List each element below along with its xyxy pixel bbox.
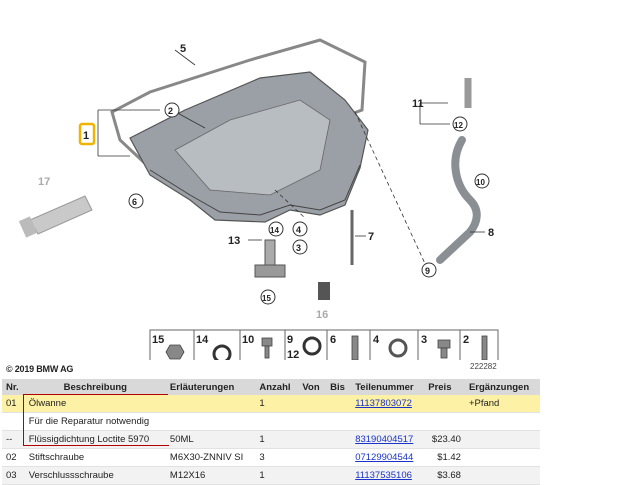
cell-nr: -- — [2, 430, 25, 449]
sealant-tube-shape — [29, 195, 93, 235]
part-number-link[interactable]: 83190404517 — [355, 434, 414, 445]
cell-bis — [326, 448, 352, 467]
callout-1[interactable]: 1 — [83, 130, 89, 142]
callout-4[interactable]: 4 — [296, 225, 301, 235]
callout-7[interactable]: 7 — [368, 231, 374, 243]
cell-extra: +Pfand — [464, 395, 540, 413]
col-preis: Preis — [424, 379, 465, 395]
col-erlaeuterungen: Erläuterungen — [165, 379, 256, 395]
table-header-row: Nr. Beschreibung Erläuterungen Anzahl Vo… — [2, 379, 540, 395]
cell-price: $23.40 — [424, 430, 465, 449]
table-row[interactable]: 03 Verschlussschraube M12X16 1 111375351… — [2, 466, 540, 485]
cell-von — [298, 395, 327, 413]
strip-label-9: 9 — [287, 334, 293, 346]
callout-2[interactable]: 2 — [168, 106, 173, 116]
callout-3[interactable]: 3 — [296, 243, 301, 253]
cell-nr — [2, 412, 25, 431]
cell-price — [424, 395, 465, 413]
cell-qty: 1 — [255, 466, 299, 485]
cell-price: $3.68 — [424, 466, 465, 485]
part-number-link[interactable]: 07129904544 — [355, 452, 414, 463]
col-nr: Nr. — [2, 379, 25, 395]
callout-5[interactable]: 5 — [180, 43, 186, 55]
cell-von — [298, 448, 327, 467]
col-beschreibung: Beschreibung — [24, 379, 166, 395]
cell-von — [298, 412, 327, 431]
callout-15[interactable]: 15 — [262, 294, 271, 303]
cell-nr: 02 — [2, 448, 25, 467]
cell-nr: 01 — [2, 395, 25, 413]
cell-qty: 3 — [255, 448, 299, 467]
diagram-ref-number: 222282 — [470, 362, 497, 371]
callout-11[interactable]: 11 — [412, 98, 424, 110]
strip-label-3: 3 — [421, 334, 427, 346]
cell-bis — [326, 466, 352, 485]
cell-bis — [326, 430, 352, 449]
cell-part: 11137803072 — [351, 395, 425, 413]
callout-14[interactable]: 14 — [270, 226, 279, 235]
strip-label-2: 2 — [463, 334, 469, 346]
cell-expl: M6X30-ZNNIV SI — [165, 448, 256, 467]
cell-expl: M12X16 — [165, 466, 256, 485]
cell-qty: 1 — [255, 395, 299, 413]
cell-extra — [464, 430, 540, 449]
table-row: Für die Reparatur notwendig — [2, 412, 540, 431]
cell-desc: Ölwanne — [24, 395, 166, 413]
callout-16[interactable]: 16 — [316, 309, 328, 321]
cell-extra — [464, 448, 540, 467]
cell-von — [298, 430, 327, 449]
cell-expl — [165, 395, 256, 413]
callout-17[interactable]: 17 — [38, 176, 50, 188]
table-row[interactable]: -- Flüssigdichtung Loctite 5970 50ML 1 8… — [2, 430, 540, 449]
callout-8[interactable]: 8 — [488, 227, 494, 239]
strip-label-6: 6 — [330, 334, 336, 346]
callout-10[interactable]: 10 — [476, 178, 485, 187]
col-von: Von — [298, 379, 327, 395]
col-teilenummer: Teilenummer — [351, 379, 425, 395]
cell-part: 07129904544 — [351, 448, 425, 467]
cell-part — [351, 412, 425, 431]
cell-extra — [464, 466, 540, 485]
cell-von — [298, 466, 327, 485]
cell-part: 83190404517 — [351, 430, 425, 449]
cell-price: $1.42 — [424, 448, 465, 467]
col-anzahl: Anzahl — [255, 379, 299, 395]
cell-extra — [464, 412, 540, 431]
strip-label-14: 14 — [196, 334, 209, 346]
part-number-link[interactable]: 11137803072 — [355, 398, 412, 409]
cell-desc: Für die Reparatur notwendig — [24, 412, 166, 431]
part-number-link[interactable]: 11137535106 — [355, 470, 412, 481]
parts-diagram: 1 2 3 4 5 6 7 8 9 10 11 12 13 14 15 16 1… — [18, 38, 499, 360]
strip-label-4: 4 — [373, 334, 380, 346]
parts-table: Nr. Beschreibung Erläuterungen Anzahl Vo… — [2, 379, 540, 485]
callout-12[interactable]: 12 — [454, 121, 463, 130]
cell-desc: Stiftschraube — [24, 448, 166, 467]
cell-qty: 1 — [255, 430, 299, 449]
cell-expl: 50ML — [165, 430, 256, 449]
cell-expl — [165, 412, 256, 431]
col-ergaenzungen: Ergänzungen — [464, 379, 540, 395]
cell-desc: Flüssigdichtung Loctite 5970 — [24, 430, 166, 449]
callout-13[interactable]: 13 — [228, 235, 240, 247]
strip-label-12: 12 — [287, 349, 299, 360]
cell-nr: 03 — [2, 466, 25, 485]
cell-part: 11137535106 — [351, 466, 425, 485]
cell-desc: Verschlussschraube — [24, 466, 166, 485]
cell-qty — [255, 412, 299, 431]
callout-6[interactable]: 6 — [132, 197, 137, 207]
strip-label-15: 15 — [152, 334, 164, 346]
col-bis: Bis — [326, 379, 352, 395]
cell-bis — [326, 395, 352, 413]
copyright-text: © 2019 BMW AG — [6, 364, 74, 374]
dipstick-tube-shape — [436, 136, 481, 264]
table-row[interactable]: 01 Ölwanne 1 11137803072 +Pfand — [2, 395, 540, 413]
table-row[interactable]: 02 Stiftschraube M6X30-ZNNIV SI 3 071299… — [2, 448, 540, 467]
cell-price — [424, 412, 465, 431]
strip-label-10: 10 — [242, 334, 254, 346]
callout-9[interactable]: 9 — [425, 266, 430, 276]
cell-bis — [326, 412, 352, 431]
